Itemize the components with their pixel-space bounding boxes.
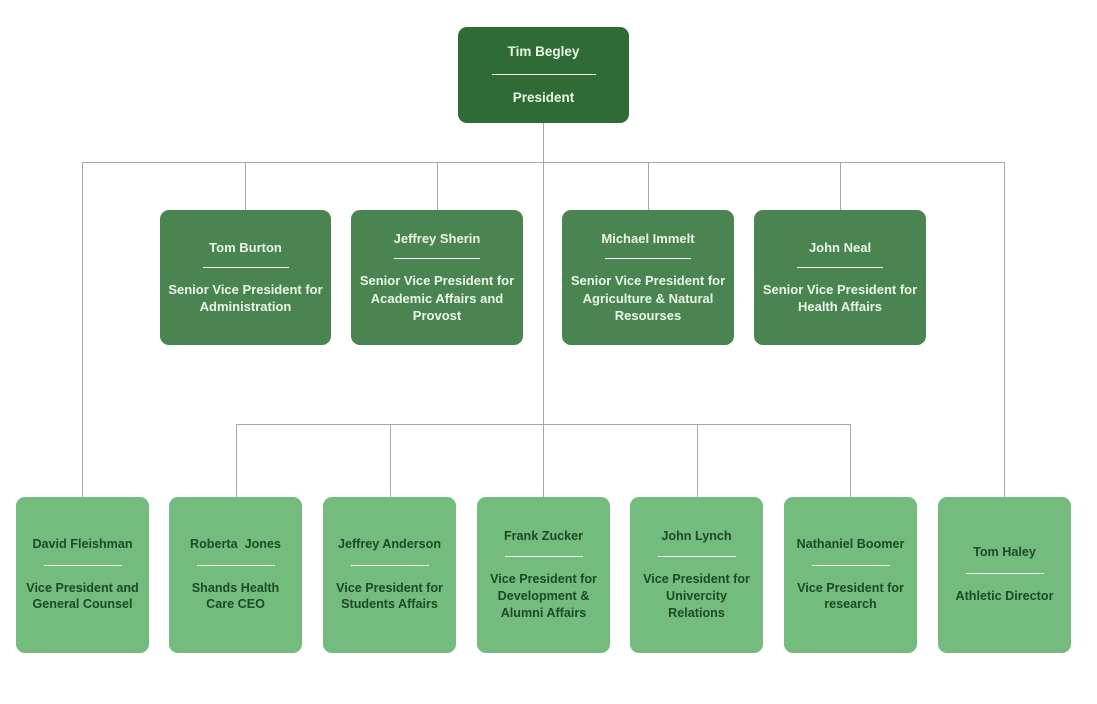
org-node-divider xyxy=(965,573,1044,575)
org-node-tim-begley[interactable]: Tim Begley President xyxy=(458,27,629,123)
org-node-title: Vice President for research xyxy=(797,580,904,612)
org-node-john-lynch[interactable]: John Lynch Vice President for Univercity… xyxy=(630,497,763,653)
org-node-name: Tom Haley xyxy=(973,545,1036,560)
org-node-divider xyxy=(797,266,883,268)
org-node-name: Nathaniel Boomer xyxy=(796,537,905,552)
org-node-title: Senior Vice President for Administration xyxy=(168,281,323,315)
org-node-name: Michael Immelt xyxy=(601,231,695,247)
org-node-name: David Fleishman xyxy=(32,537,133,552)
org-node-divider xyxy=(491,73,596,75)
org-node-name: Jeffrey Anderson xyxy=(337,537,442,552)
connector-drop-right-spine xyxy=(1004,162,1005,497)
org-node-divider xyxy=(394,258,480,260)
org-node-name: Tim Begley xyxy=(507,43,580,59)
connector-drop-jeffrey-sherin xyxy=(437,162,438,210)
org-node-title: Vice President for Univercity Relations xyxy=(643,572,750,620)
org-node-divider xyxy=(811,564,890,566)
connector-drop-roberta-jones xyxy=(236,424,237,497)
org-node-name: Frank Zucker xyxy=(503,528,584,543)
connector-drop-nathaniel-boomer xyxy=(850,424,851,497)
org-node-title: Shands Health Care CEO xyxy=(191,580,280,612)
connector-drop-left-spine xyxy=(82,162,83,497)
org-node-divider xyxy=(350,564,429,566)
connector-president-stem xyxy=(543,123,544,424)
org-node-title: President xyxy=(512,89,575,105)
connector-drop-john-neal xyxy=(840,162,841,210)
org-node-title: Senior Vice President for Academic Affai… xyxy=(359,273,515,323)
org-node-divider xyxy=(202,266,289,268)
org-node-title: Vice President for Development & Alumni … xyxy=(490,572,597,620)
org-node-frank-zucker[interactable]: Frank Zucker Vice President for Developm… xyxy=(477,497,610,653)
org-node-name: Jeffrey Sherin xyxy=(393,231,481,247)
org-node-tom-burton[interactable]: Tom Burton Senior Vice President for Adm… xyxy=(160,210,331,345)
org-node-david-fleishman[interactable]: David Fleishman Vice President and Gener… xyxy=(16,497,149,653)
org-node-title: Vice President and General Counsel xyxy=(26,580,139,612)
connector-drop-tom-burton xyxy=(245,162,246,210)
org-node-name: Roberta Jones xyxy=(190,537,281,552)
org-node-title: Senior Vice President for Agriculture & … xyxy=(570,273,726,323)
org-node-divider xyxy=(605,258,691,260)
org-node-title: Vice President for Students Affairs xyxy=(336,580,443,612)
org-node-name: John Neal xyxy=(808,239,872,255)
connector-bus-level2 xyxy=(82,162,1005,163)
org-node-john-neal[interactable]: John Neal Senior Vice President for Heal… xyxy=(754,210,926,345)
org-node-name: Tom Burton xyxy=(209,239,282,255)
connector-drop-frank-zucker xyxy=(543,424,544,497)
org-node-divider xyxy=(657,556,736,558)
org-node-title: Athletic Director xyxy=(955,589,1054,604)
org-node-name: John Lynch xyxy=(661,528,732,543)
org-node-roberta-jones[interactable]: Roberta Jones Shands Health Care CEO xyxy=(169,497,302,653)
org-node-michael-immelt[interactable]: Michael Immelt Senior Vice President for… xyxy=(562,210,734,345)
org-node-nathaniel-boomer[interactable]: Nathaniel Boomer Vice President for rese… xyxy=(784,497,917,653)
org-node-tom-haley[interactable]: Tom Haley Athletic Director xyxy=(938,497,1071,653)
org-node-divider xyxy=(43,564,122,566)
org-node-jeffrey-sherin[interactable]: Jeffrey Sherin Senior Vice President for… xyxy=(351,210,523,345)
org-node-divider xyxy=(196,564,275,566)
org-node-divider xyxy=(504,556,583,558)
org-node-title: Senior Vice President for Health Affairs xyxy=(762,281,918,315)
connector-drop-michael-immelt xyxy=(648,162,649,210)
connector-drop-john-lynch xyxy=(697,424,698,497)
connector-drop-jeffrey-anderson xyxy=(390,424,391,497)
org-node-jeffrey-anderson[interactable]: Jeffrey Anderson Vice President for Stud… xyxy=(323,497,456,653)
